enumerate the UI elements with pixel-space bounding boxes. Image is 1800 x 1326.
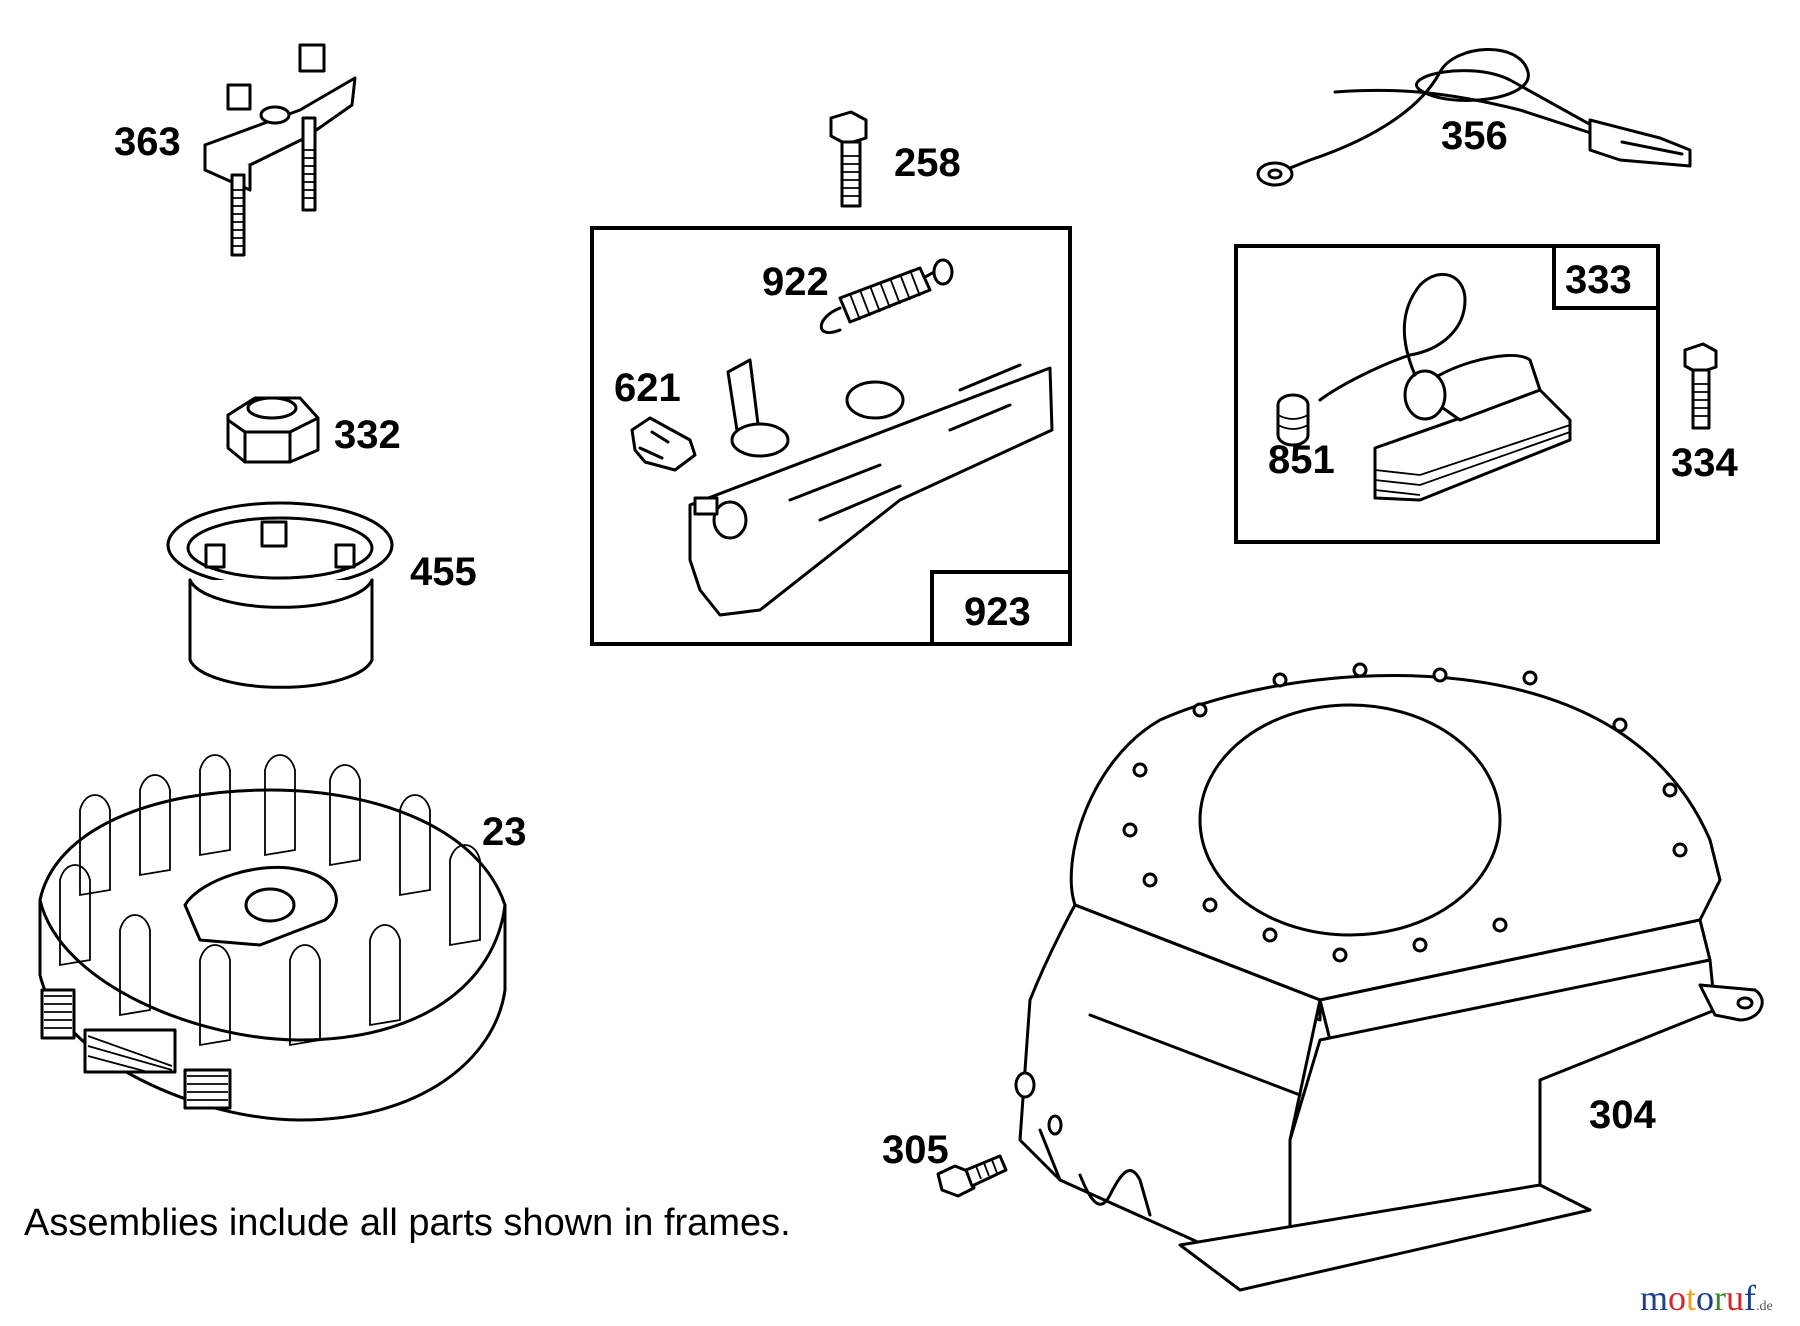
frame-333-assembly xyxy=(1234,244,1660,544)
flywheel-23-icon xyxy=(38,754,507,1122)
label-part-363: 363 xyxy=(114,120,181,164)
label-part-851: 851 xyxy=(1268,438,1335,482)
watermark-letter: o xyxy=(1668,1278,1687,1318)
control-bracket-923-icon xyxy=(688,358,1054,617)
starter-cup-455-icon xyxy=(166,501,394,689)
label-part-304: 304 xyxy=(1589,1093,1656,1137)
watermark-letter: t xyxy=(1686,1278,1697,1318)
assemblies-note: Assemblies include all parts shown in fr… xyxy=(24,1202,791,1244)
nut-332-icon xyxy=(226,396,320,464)
ground-wire-356-icon xyxy=(1256,48,1692,187)
label-part-305: 305 xyxy=(882,1128,949,1172)
bolt-334-icon xyxy=(1683,342,1718,430)
label-part-332: 332 xyxy=(334,413,401,457)
ignition-armature-333-icon xyxy=(1276,272,1572,502)
clip-621-icon xyxy=(630,416,697,472)
bracket-363-icon xyxy=(203,43,357,257)
blower-housing-304-icon xyxy=(1014,662,1764,1292)
label-part-356: 356 xyxy=(1441,114,1508,158)
watermark-letter: o xyxy=(1696,1278,1715,1318)
label-part-923: 923 xyxy=(964,590,1031,634)
label-part-455: 455 xyxy=(410,550,477,594)
watermark-letter: u xyxy=(1726,1278,1745,1318)
watermark-letter: m xyxy=(1640,1278,1669,1318)
label-part-258: 258 xyxy=(894,141,961,185)
label-part-334: 334 xyxy=(1671,441,1738,485)
label-part-922: 922 xyxy=(762,260,829,304)
watermark-tld: .de xyxy=(1756,1299,1773,1314)
watermark-logo: motoruf.de xyxy=(1640,1280,1773,1316)
label-part-621: 621 xyxy=(614,366,681,410)
bolt-258-icon xyxy=(829,110,868,208)
spring-922-icon xyxy=(819,258,954,334)
label-part-333: 333 xyxy=(1565,258,1632,302)
label-part-23: 23 xyxy=(482,810,527,854)
watermark-letter: f xyxy=(1744,1278,1757,1318)
watermark-letter: r xyxy=(1714,1278,1727,1318)
screw-305-icon xyxy=(936,1154,1008,1198)
frame-923-assembly xyxy=(590,226,1072,646)
